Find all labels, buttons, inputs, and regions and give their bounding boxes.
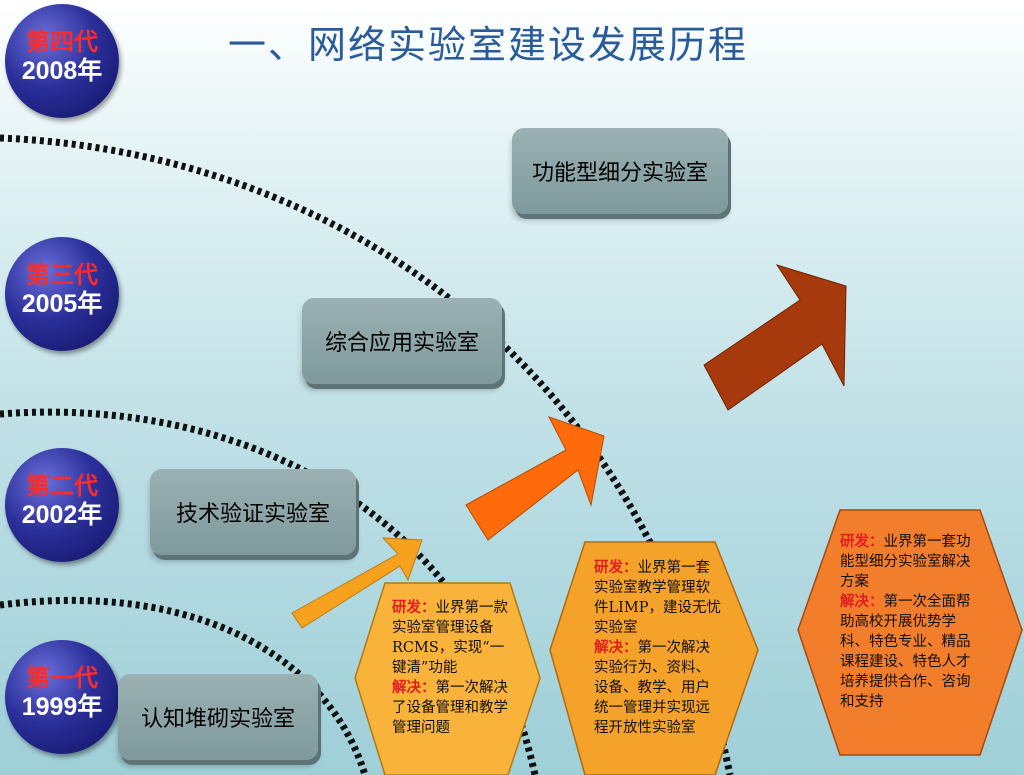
stage-box-4: 功能型细分实验室: [512, 128, 728, 214]
solve-text: 第一次解决实验行为、资料、设备、教学、用户统一管理并实现远程开放性实验室: [594, 640, 710, 736]
generation-badge-4: 第四代 2008年: [5, 4, 119, 118]
hexagon-3: [797, 509, 1023, 756]
research-text: 业界第一款实验室管理设备RCMS，实现“一键清”功能: [392, 600, 508, 676]
generation-year: 1999年: [21, 693, 103, 721]
solve-text: 第一次解决了设备管理和教学管理问题: [392, 680, 508, 736]
generation-year: 2002年: [21, 501, 103, 529]
research-text: 业界第一套实验室教学管理软件LIMP，建设无忧实验室: [594, 560, 721, 636]
research-text: 业界第一套功能型细分实验室解决方案: [840, 534, 971, 590]
page-title: 一、网络实验室建设发展历程: [228, 23, 749, 67]
research-key: 研发：: [840, 533, 884, 550]
solve-text: 第一次全面帮助高校开展优势学科、特色专业、精品课程建设、特色人才培养提供合作、咨…: [840, 594, 971, 710]
solve-key: 解决：: [594, 639, 638, 656]
stage-box-1: 认知堆砌实验室: [118, 674, 318, 760]
hexagon-2: [549, 541, 759, 775]
arc-gen2: [0, 596, 369, 775]
generation-name: 第一代: [26, 663, 98, 692]
hexagon-3-text: 研发：业界第一套功能型细分实验室解决方案 解决：第一次全面帮助高校开展优势学科、…: [840, 532, 972, 752]
generation-year: 2005年: [21, 290, 103, 318]
stage-box-2: 技术验证实验室: [150, 469, 356, 555]
arrow-1: [291, 537, 423, 629]
solve-key: 解决：: [840, 593, 884, 610]
arrow-3: [703, 264, 847, 411]
generation-year: 2008年: [21, 57, 103, 85]
research-key: 研发：: [392, 599, 436, 616]
generation-badge-2: 第二代 2002年: [5, 448, 119, 562]
arrow-2: [465, 416, 605, 541]
stage-box-3: 综合应用实验室: [302, 298, 502, 384]
generation-name: 第二代: [26, 471, 98, 500]
hexagon-2-text: 研发：业界第一套实验室教学管理软件LIMP，建设无忧实验室 解决：第一次解决实验…: [594, 558, 722, 775]
research-key: 研发：: [594, 559, 638, 576]
generation-badge-1: 第一代 1999年: [5, 640, 119, 754]
hexagon-1-text: 研发：业界第一款实验室管理设备RCMS，实现“一键清”功能 解决：第一次解决了设…: [392, 598, 510, 775]
generation-name: 第四代: [26, 27, 98, 56]
hexagon-1: [354, 582, 541, 775]
solve-key: 解决：: [392, 679, 436, 696]
generation-name: 第三代: [26, 260, 98, 289]
generation-badge-3: 第三代 2005年: [5, 237, 119, 351]
